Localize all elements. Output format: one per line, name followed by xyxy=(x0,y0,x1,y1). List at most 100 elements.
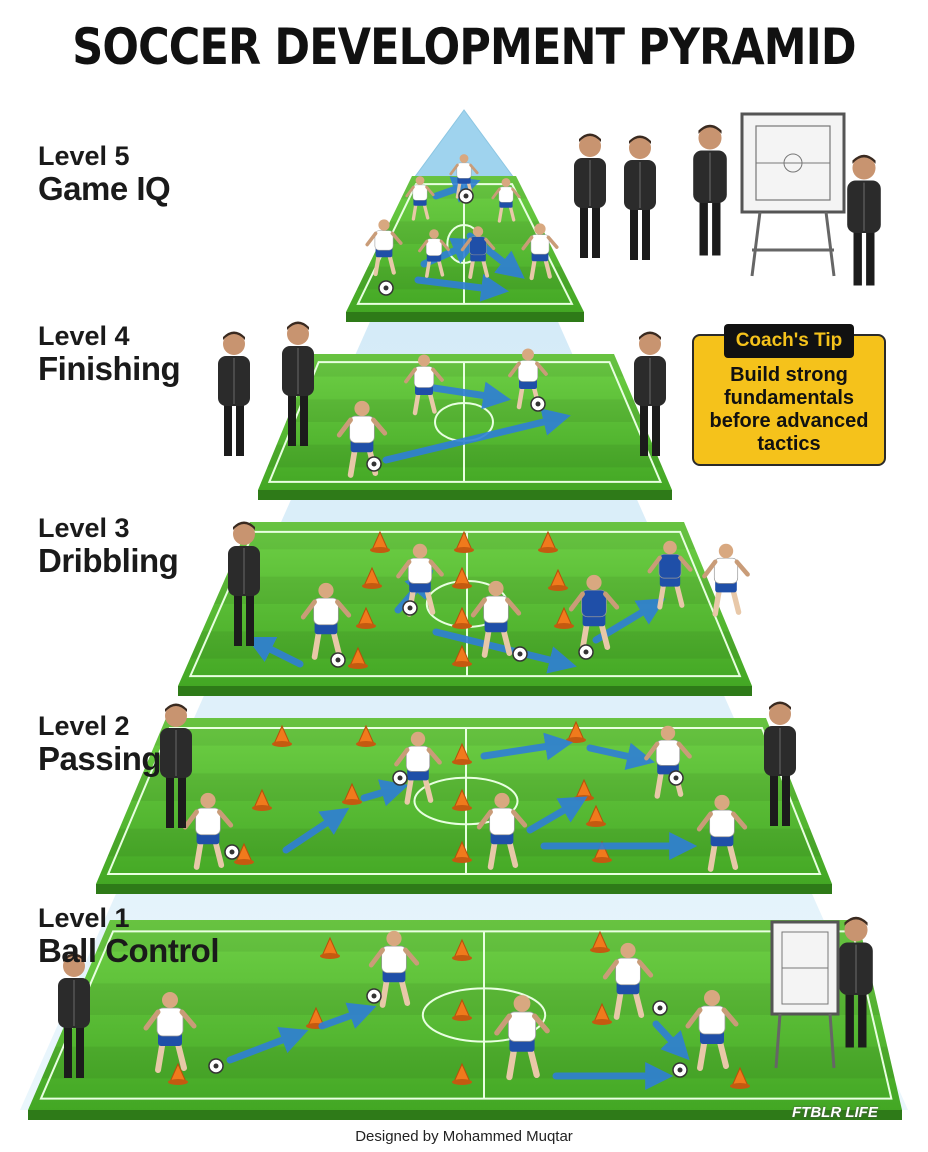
arrow-icon xyxy=(652,1020,690,1061)
coach-leg xyxy=(300,390,308,446)
coach-head xyxy=(579,135,601,157)
player-arm xyxy=(676,741,692,759)
player-figure xyxy=(368,930,420,1008)
player-figure xyxy=(470,580,522,658)
cone-base xyxy=(370,547,390,553)
cone-base xyxy=(452,1015,472,1021)
player-arm xyxy=(484,237,496,251)
player-head xyxy=(660,725,676,741)
player-head xyxy=(513,995,531,1012)
cone-base xyxy=(252,805,272,811)
player-arm xyxy=(390,231,403,245)
player-figure xyxy=(404,354,444,416)
cone-base xyxy=(590,947,610,953)
level-5-label: Level 5 Game IQ xyxy=(38,141,171,208)
cone-base xyxy=(454,547,474,553)
tactics-whiteboard-icon-small xyxy=(770,920,840,1069)
coach-figure xyxy=(634,331,666,456)
arrow-icon xyxy=(480,732,574,761)
player-shirt xyxy=(156,1007,184,1037)
cone-base xyxy=(452,759,472,765)
coach-leg xyxy=(592,202,600,258)
level-name: Dribbling xyxy=(38,542,179,580)
level-name: Finishing xyxy=(38,350,181,388)
player-shirt xyxy=(407,557,433,584)
player-figure xyxy=(365,219,403,277)
player-arm xyxy=(546,235,559,249)
cone-base xyxy=(452,583,472,589)
coach-leg xyxy=(642,204,650,260)
cone-base xyxy=(272,741,292,747)
player-arm xyxy=(469,163,479,175)
player-head xyxy=(714,794,730,811)
player-arm xyxy=(336,417,353,438)
ball-patch xyxy=(673,775,679,781)
cone-base xyxy=(452,661,472,667)
player-shirt xyxy=(374,230,394,251)
player-figure xyxy=(476,792,528,870)
player-head xyxy=(410,731,426,747)
coach-figure xyxy=(624,135,656,260)
player-arm xyxy=(731,811,748,830)
player-figure xyxy=(702,543,750,617)
coach-hair xyxy=(698,124,722,134)
player-arm xyxy=(403,947,420,966)
pitch-stripe xyxy=(96,920,866,952)
pitch-lines xyxy=(106,726,822,876)
coach-head xyxy=(223,333,245,355)
player-shirt xyxy=(425,238,443,256)
level-number: Level 5 xyxy=(38,141,130,171)
player-figure xyxy=(300,582,352,660)
player-shirt xyxy=(530,234,550,255)
player-arm xyxy=(143,1009,161,1031)
player-head xyxy=(418,354,430,367)
cone-base xyxy=(356,741,376,747)
coach-head xyxy=(844,918,868,942)
coach-leg xyxy=(652,400,660,456)
center-circle xyxy=(413,776,519,826)
coach-hair xyxy=(844,916,868,926)
player-arm xyxy=(734,559,750,577)
coach-hair xyxy=(639,331,661,340)
player-arm xyxy=(365,231,378,247)
page-title: SOCCER DEVELOPMENT PYRAMID xyxy=(72,18,856,76)
designer-credit: Designed by Mohammed Muqtar xyxy=(355,1128,573,1145)
cone-base xyxy=(342,799,362,805)
arrow-icon xyxy=(430,381,512,410)
cone-base xyxy=(348,663,368,669)
level-name: Ball Control xyxy=(38,932,220,970)
player-arm xyxy=(702,559,718,579)
player-figure xyxy=(602,942,654,1020)
player-shirt xyxy=(412,184,428,201)
player-arm xyxy=(470,597,487,618)
coach-head xyxy=(287,323,309,345)
player-head xyxy=(586,574,602,591)
ball-patch xyxy=(407,605,413,611)
pitch-edge xyxy=(96,884,832,894)
player-shirt xyxy=(655,739,681,766)
coach-hair xyxy=(852,154,876,164)
coach-head xyxy=(769,703,791,725)
coach-head xyxy=(165,705,187,727)
ball-patch xyxy=(463,193,469,199)
player-head xyxy=(534,223,546,235)
player-arm xyxy=(300,599,317,620)
cone-base xyxy=(362,583,382,589)
arrow-icon xyxy=(318,1002,377,1030)
player-shirt xyxy=(713,557,739,584)
player-head xyxy=(459,154,469,163)
arrow-icon xyxy=(245,636,304,668)
ball-patch xyxy=(583,649,589,655)
player-arm xyxy=(476,809,493,830)
player-arm xyxy=(405,185,415,198)
coach-figure xyxy=(282,321,314,446)
coach-figure xyxy=(228,521,260,646)
player-shirt xyxy=(615,957,641,986)
player-arm xyxy=(335,599,352,618)
player-shirt xyxy=(381,945,407,974)
player-figure xyxy=(449,154,479,199)
level-name: Game IQ xyxy=(38,170,171,208)
player-shirt xyxy=(456,162,472,179)
coach-figure xyxy=(693,124,727,256)
coach-head xyxy=(852,156,876,180)
